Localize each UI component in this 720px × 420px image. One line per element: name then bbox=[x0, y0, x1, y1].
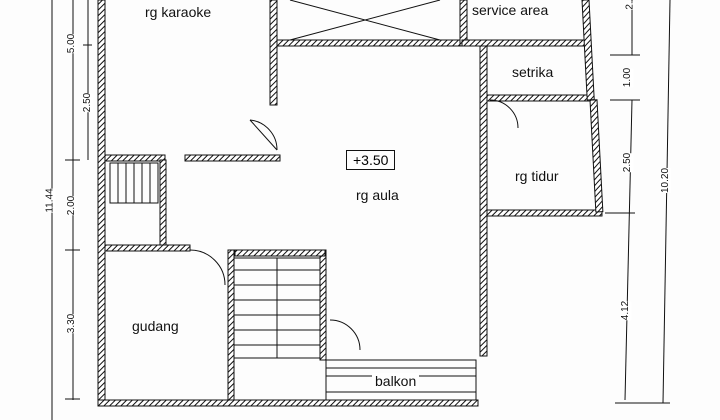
dim-right-2: 2.50 bbox=[622, 152, 634, 173]
room-label-setrika: setrika bbox=[512, 64, 554, 80]
dim-right-0: 2. bbox=[624, 1, 636, 10]
room-label-balkon: balkon bbox=[372, 373, 420, 389]
dim-left-3: 2.00 bbox=[66, 195, 78, 216]
room-label-aula: rg aula bbox=[356, 187, 399, 203]
dim-left-2: 2.50 bbox=[82, 92, 94, 113]
dim-left-total: 11.44 bbox=[44, 188, 56, 213]
room-label-tidur: rg tidur bbox=[515, 168, 559, 184]
dim-right-3: 4.12 bbox=[620, 300, 632, 321]
walls bbox=[97, 0, 604, 407]
room-label-gudang: gudang bbox=[132, 318, 179, 334]
elevation-label: +3.50 bbox=[346, 150, 396, 170]
room-label-karaoke: rg karaoke bbox=[145, 4, 212, 20]
dim-left-1: 5.00 bbox=[66, 33, 78, 54]
stairs bbox=[109, 0, 519, 401]
dim-right-total: 10.20 bbox=[660, 167, 672, 194]
dim-left-4: 3.30 bbox=[66, 313, 78, 334]
dim-right-1: 1.00 bbox=[622, 67, 634, 88]
room-label-service-area: service area bbox=[472, 2, 549, 18]
